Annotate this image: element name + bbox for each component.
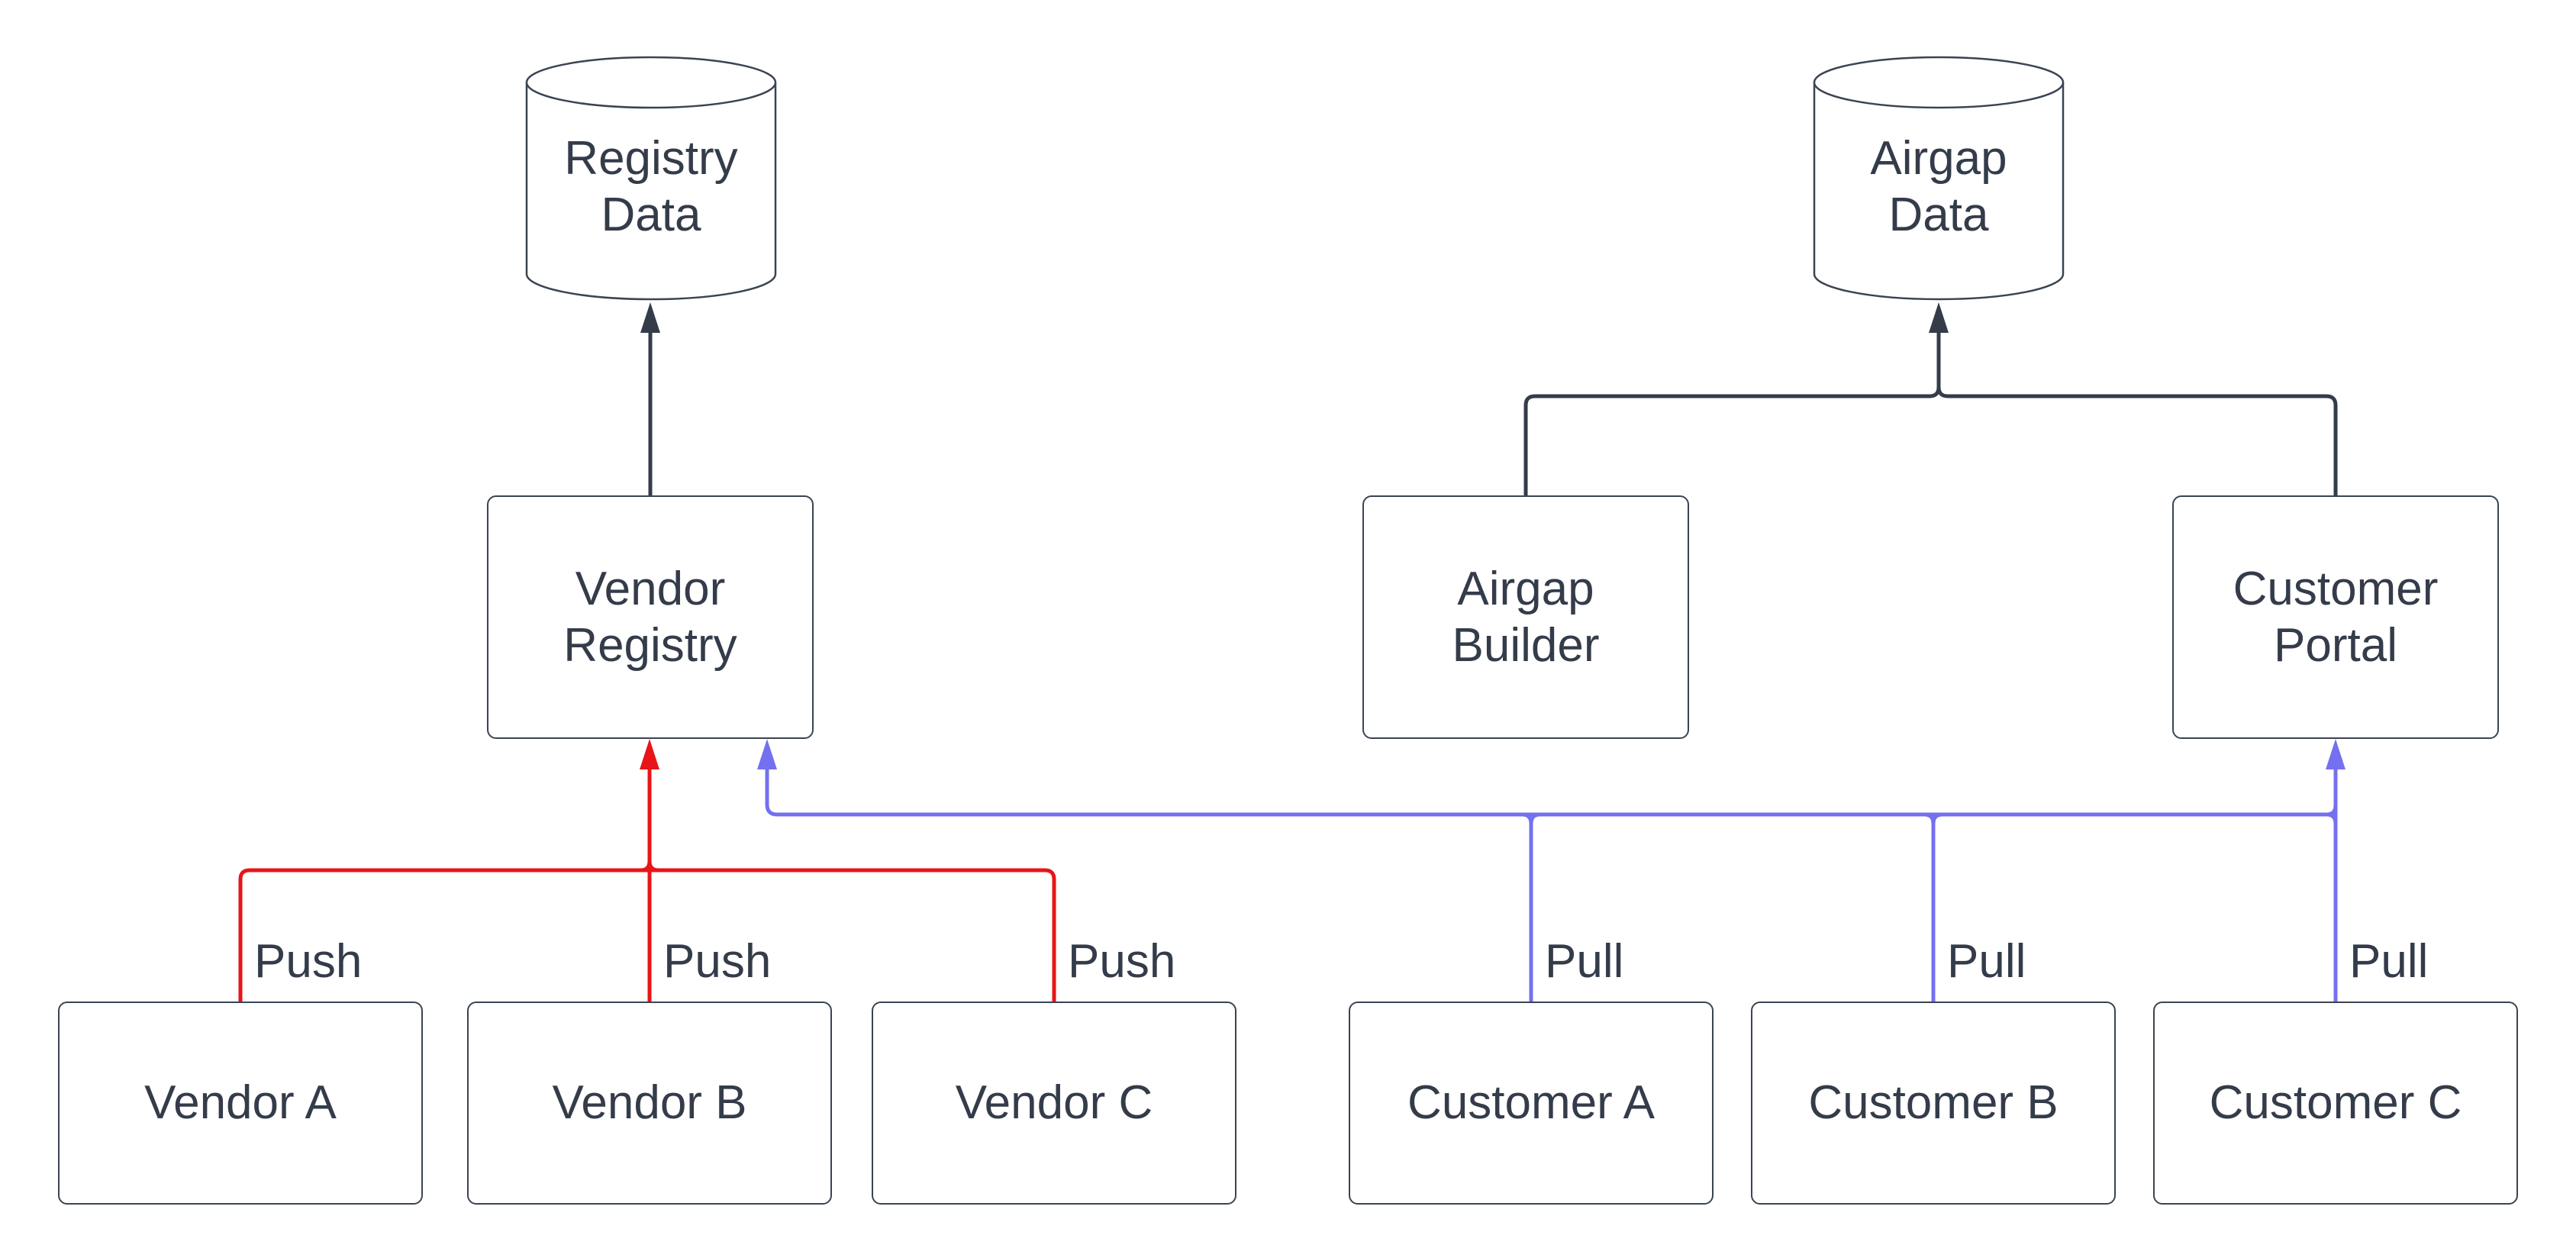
arrowhead-registry-data bbox=[640, 302, 660, 333]
edge-customer-b-drop bbox=[1923, 812, 1943, 1002]
node-label-line: Vendor bbox=[575, 562, 726, 615]
node-customer-portal: Customer Portal bbox=[2172, 495, 2499, 739]
edge-label-push-vendor-b: Push bbox=[663, 935, 772, 988]
edge-label-pull-customer-c: Pull bbox=[2349, 935, 2429, 988]
edge-airgap-builder-to-junction bbox=[1523, 394, 1930, 496]
node-airgap-data: Airgap Data bbox=[1814, 99, 2063, 275]
node-label-line: Registry bbox=[564, 132, 738, 185]
arrowhead-airgap-data bbox=[1929, 302, 1949, 333]
node-label-line: Builder bbox=[1452, 618, 1600, 672]
node-label-line: Vendor C bbox=[955, 1076, 1153, 1129]
edge-junction-to-airgap-data bbox=[1929, 328, 1949, 398]
registry-data-cylinder-shape bbox=[525, 56, 777, 301]
node-vendor-registry: Vendor Registry bbox=[487, 495, 814, 739]
edge-label-pull-customer-a: Pull bbox=[1545, 935, 1624, 988]
node-label-line: Registry bbox=[563, 618, 737, 672]
arrowhead-pull-vendor-registry bbox=[757, 739, 777, 769]
node-vendor-b: Vendor B bbox=[467, 1002, 832, 1205]
node-label-line: Vendor A bbox=[144, 1076, 337, 1129]
node-customer-c: Customer C bbox=[2153, 1002, 2518, 1205]
node-label-line: Customer bbox=[2233, 562, 2439, 615]
edge-push-bus-horizontal bbox=[238, 868, 1056, 1002]
edge-customer-portal-to-junction bbox=[1948, 394, 2338, 496]
node-label-line: Data bbox=[1888, 189, 1989, 241]
node-registry-data: Registry Data bbox=[527, 99, 775, 275]
edge-label-pull-customer-b: Pull bbox=[1947, 935, 2026, 988]
node-label-line: Customer A bbox=[1407, 1076, 1655, 1129]
edge-label-push-vendor-c: Push bbox=[1068, 935, 1176, 988]
edge-pull-junction-fillets bbox=[2326, 805, 2338, 824]
node-label-line: Airgap bbox=[1870, 132, 2007, 185]
node-airgap-builder: Airgap Builder bbox=[1362, 495, 1689, 739]
arrowhead-pull-customer-portal bbox=[2326, 739, 2345, 769]
node-customer-a: Customer A bbox=[1349, 1002, 1714, 1205]
edge-customer-a-drop bbox=[1521, 812, 1541, 1002]
node-label-line: Portal bbox=[2274, 618, 2397, 672]
node-label-line: Data bbox=[601, 189, 701, 241]
node-customer-b: Customer B bbox=[1751, 1002, 2116, 1205]
airgap-data-cylinder-shape bbox=[1813, 56, 2065, 301]
edge-push-junction-fillets bbox=[640, 860, 659, 873]
node-vendor-c: Vendor C bbox=[872, 1002, 1236, 1205]
edge-label-push-vendor-a: Push bbox=[254, 935, 363, 988]
node-vendor-a: Vendor A bbox=[58, 1002, 423, 1205]
node-label-line: Customer C bbox=[2209, 1076, 2462, 1129]
arrowhead-push-vendor-registry bbox=[640, 739, 659, 769]
node-label-line: Vendor B bbox=[552, 1076, 747, 1129]
edge-pull-bus-horizontal bbox=[765, 765, 2336, 817]
node-label-line: Airgap bbox=[1457, 562, 1594, 615]
node-label-line: Customer B bbox=[1808, 1076, 2059, 1129]
